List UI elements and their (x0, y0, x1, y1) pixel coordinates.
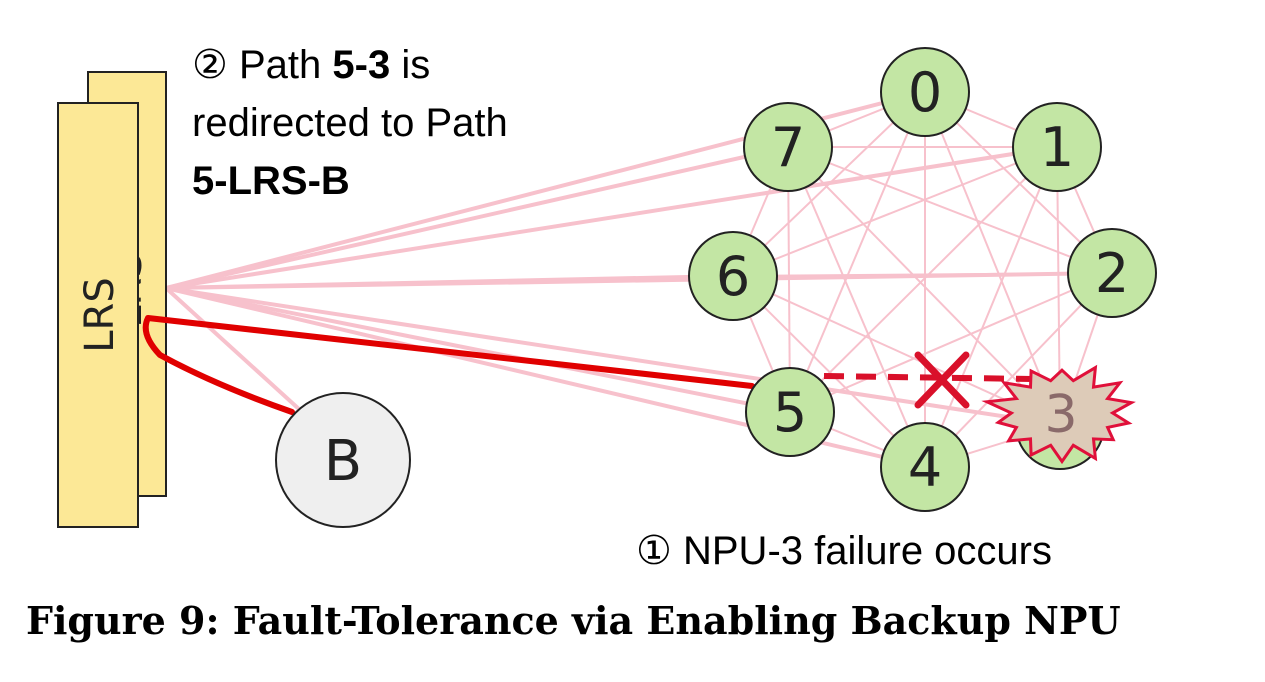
figure-caption: Figure 9: Fault-Tolerance via Enabling B… (26, 598, 1121, 643)
failure-burst-icon (981, 364, 1136, 465)
lrs-switch-front (57, 102, 139, 528)
npu-node-label-4: 4 (908, 436, 942, 499)
npu-node-1 (1012, 102, 1102, 192)
annotation-failure-marker: ① (636, 529, 672, 573)
lrs-link-6 (165, 274, 734, 290)
npu-node-label-7: 7 (771, 116, 805, 179)
failure-x-icon (914, 351, 970, 409)
npu-node-label-2: 2 (1095, 242, 1129, 305)
lrs-switch-front-label: LRS (77, 277, 123, 352)
mesh-link-3-7 (787, 146, 1061, 426)
backup-npu-label: B (324, 429, 362, 494)
lrs-link-5 (165, 286, 791, 414)
lrs-npu-links (164, 90, 1113, 469)
npu-node-label-0: 0 (908, 61, 942, 124)
annotation-redirect-line3: 5-LRS-B (192, 152, 508, 210)
npu-node-label-5: 5 (773, 381, 807, 444)
npu-3-failed-label: 3 (1044, 385, 1077, 445)
lrs-link-b (164, 286, 302, 412)
mesh-link-1-6 (732, 146, 1058, 277)
mesh-link-1-4 (924, 146, 1058, 468)
npu-node-7 (743, 102, 833, 192)
npu-node-label-6: 6 (716, 245, 750, 308)
annotation-redirect-marker: ② (192, 43, 228, 87)
npu-node-6 (688, 231, 778, 321)
backup-npu-node (275, 392, 411, 528)
npu-node-4 (880, 422, 970, 512)
mesh-link-4-6 (732, 275, 926, 468)
mesh-link-1-5 (789, 146, 1058, 413)
npu-node-label-1: 1 (1040, 116, 1074, 179)
annotation-redirect-path: 5-3 (332, 43, 391, 87)
annotation-failure: ① NPU-3 failure occurs (636, 522, 1052, 580)
npu-node-5 (745, 367, 835, 457)
annotation-redirect-line1: ② Path 5-3 is (192, 36, 508, 94)
failed-link-5-3 (823, 373, 1033, 382)
mesh-link-2-7 (787, 146, 1113, 274)
lrs-link-1 (165, 145, 1058, 290)
redirect-path-5-lrs-b (142, 315, 755, 415)
mesh-link-2-5 (789, 272, 1113, 413)
annotation-failure-text: NPU-3 failure occurs (682, 529, 1052, 573)
mesh-link-0-5 (789, 91, 926, 413)
npu-node-2 (1067, 228, 1157, 318)
annotation-redirect-prefix: Path (238, 43, 322, 87)
annotation-redirect-line2: redirected to Path (192, 101, 508, 145)
annotation-redirect-suffix: is (401, 43, 431, 87)
lrs-link-7 (165, 145, 789, 290)
annotation-redirect: ② Path 5-3 is redirected to Path 5-LRS-B (192, 36, 508, 210)
lrs-link-3 (165, 286, 1061, 427)
annotation-redirect-new-path: 5-LRS-B (192, 159, 350, 203)
mesh-link-4-7 (787, 146, 926, 468)
npu-node-0 (880, 47, 970, 137)
